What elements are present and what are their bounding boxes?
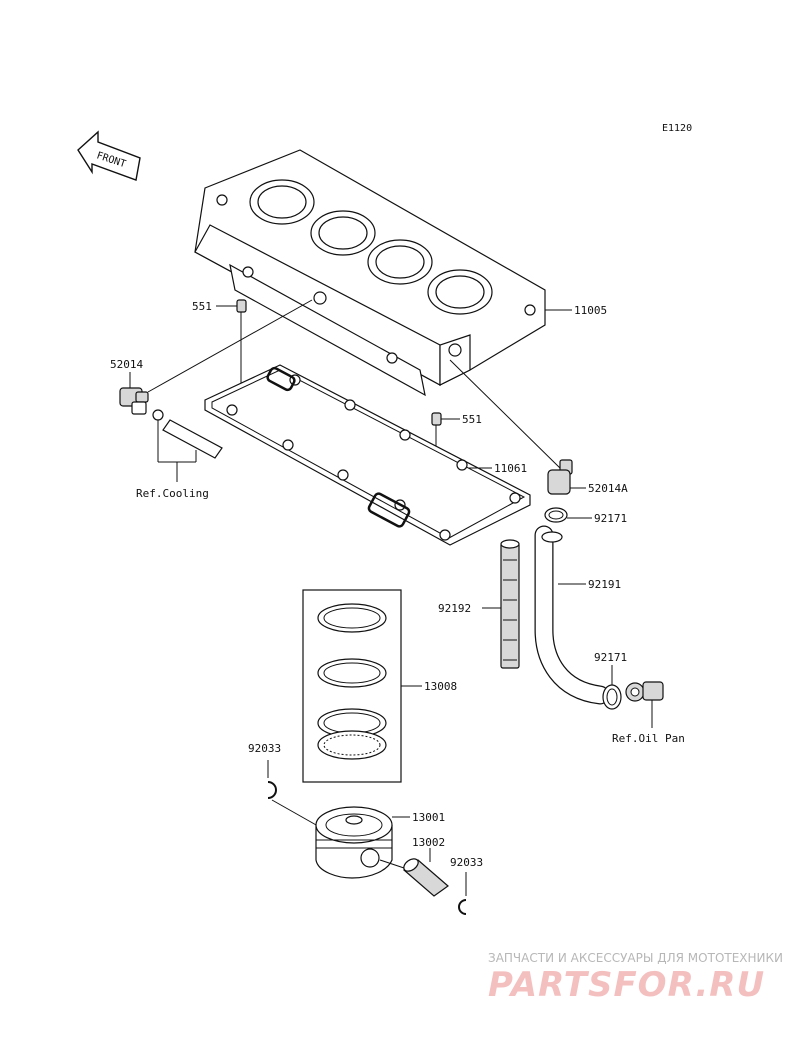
label-92171-lower: 92171 bbox=[594, 651, 627, 664]
ref-oil-pan-label: Ref.Oil Pan bbox=[612, 732, 685, 745]
dowel-pin-upper bbox=[236, 299, 247, 313]
clamp-upper bbox=[544, 507, 568, 523]
fitting-52014 bbox=[119, 387, 223, 459]
dowel-pin-lower bbox=[431, 412, 442, 426]
label-13001: 13001 bbox=[412, 811, 445, 824]
label-92033-left: 92033 bbox=[248, 742, 281, 755]
ref-cooling-label: Ref.Cooling bbox=[136, 487, 209, 500]
label-92171-upper: 92171 bbox=[594, 512, 627, 525]
label-551-upper: 551 bbox=[192, 300, 212, 313]
oil-pan-fitting bbox=[625, 681, 664, 702]
circlip-left bbox=[267, 781, 277, 799]
label-11005: 11005 bbox=[574, 304, 607, 317]
piston-ring-set bbox=[302, 589, 402, 783]
circlip-right bbox=[458, 899, 467, 915]
tube-92192 bbox=[500, 539, 520, 669]
cylinder-block bbox=[194, 149, 546, 397]
label-551-lower: 551 bbox=[462, 413, 482, 426]
label-92033-right: 92033 bbox=[450, 856, 483, 869]
front-arrow-icon: FRONT bbox=[77, 130, 141, 181]
cylinder-gasket bbox=[204, 364, 531, 546]
label-92191: 92191 bbox=[588, 578, 621, 591]
label-92192: 92192 bbox=[438, 602, 471, 615]
watermark-tagline: ЗАПЧАСТИ И АКСЕССУАРЫ ДЛЯ МОТОТЕХНИКИ bbox=[488, 951, 783, 965]
piston-pin bbox=[403, 858, 449, 897]
label-52014A: 52014A bbox=[588, 482, 628, 495]
watermark-brand: PARTSFOR.RU bbox=[488, 965, 765, 1005]
diagram-code: E1120 bbox=[662, 123, 692, 134]
label-11061: 11061 bbox=[494, 462, 527, 475]
label-52014: 52014 bbox=[110, 358, 143, 371]
clamp-lower bbox=[602, 684, 622, 710]
oil-hose bbox=[534, 525, 610, 705]
fitting-52014A bbox=[547, 459, 573, 495]
label-13008: 13008 bbox=[424, 680, 457, 693]
label-13002: 13002 bbox=[412, 836, 445, 849]
piston bbox=[315, 806, 393, 879]
